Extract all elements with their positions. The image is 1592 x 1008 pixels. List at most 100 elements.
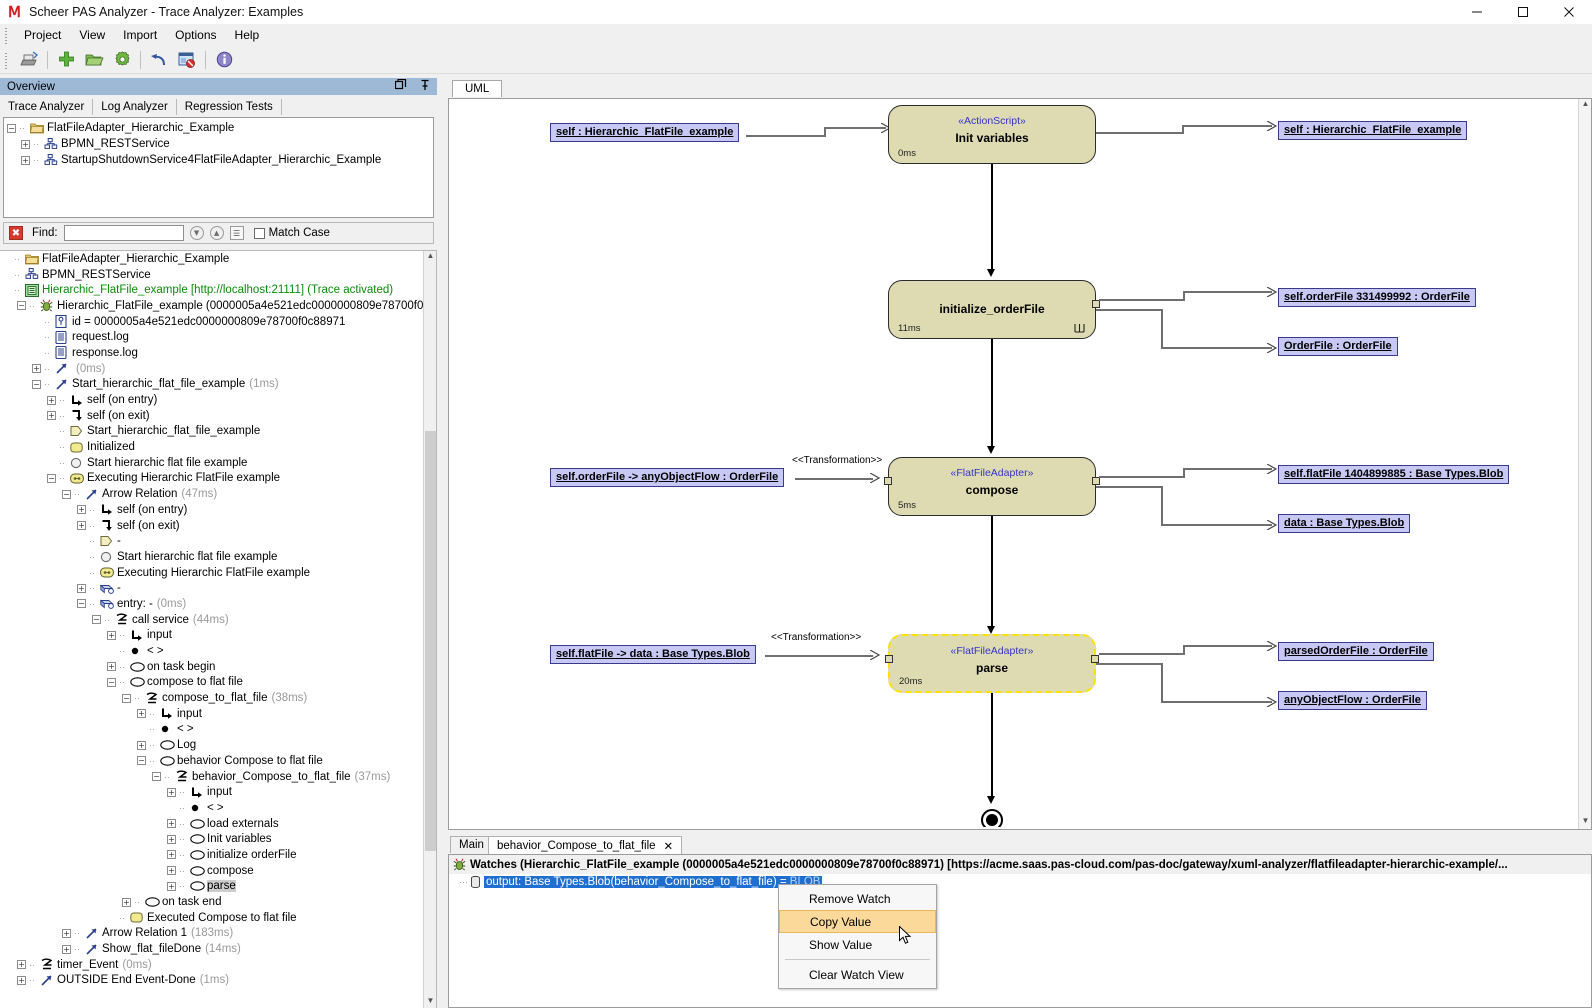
expand-icon[interactable]: + <box>167 787 176 797</box>
tree-row[interactable]: +··Show_flat_fileDone(14ms) <box>0 941 436 957</box>
tree-row[interactable]: +··on task end <box>0 894 436 910</box>
tree-row[interactable]: ··id = 0000005a4e521edc0000000809e78700f… <box>0 314 436 330</box>
find-next-icon[interactable]: ▼ <box>189 226 204 240</box>
collapse-icon[interactable]: − <box>137 756 146 766</box>
trace-tree-scrollbar[interactable]: ▲ ▼ <box>423 251 436 1008</box>
expand-icon[interactable]: + <box>21 155 30 165</box>
undo-icon[interactable] <box>148 49 170 71</box>
menu-item-copy-value[interactable]: Copy Value <box>779 910 936 933</box>
menu-item-clear-watch-view[interactable]: Clear Watch View <box>809 967 904 982</box>
collapse-icon[interactable]: − <box>7 123 16 133</box>
tree-row[interactable]: ··FlatFileAdapter_Hierarchic_Example <box>0 251 436 267</box>
context-menu[interactable]: Remove Watch Copy Value Show Value Clear… <box>778 884 937 989</box>
tree-row[interactable]: ··- <box>0 533 436 549</box>
collapse-icon[interactable]: − <box>17 301 26 311</box>
object-node[interactable]: self.orderFile 331499992 : OrderFile <box>1278 288 1476 307</box>
list-item[interactable]: + ·· BPMN_RESTService <box>7 136 433 152</box>
tab-regression-tests[interactable]: Regression Tests <box>177 99 282 115</box>
tree-row[interactable]: +··Arrow Relation 1(183ms) <box>0 926 436 942</box>
expand-icon[interactable]: + <box>62 928 71 938</box>
tree-row[interactable]: ··Start_hierarchic_flat_file_example <box>0 424 436 440</box>
expand-icon[interactable]: + <box>167 819 176 829</box>
menu-options[interactable]: Options <box>175 28 217 42</box>
expand-icon[interactable]: + <box>21 139 30 149</box>
expand-icon[interactable]: + <box>167 850 176 860</box>
menu-item-show-value[interactable]: Show Value <box>809 937 873 952</box>
expand-icon[interactable]: + <box>77 505 86 515</box>
expand-icon[interactable]: + <box>167 834 176 844</box>
expand-icon[interactable]: + <box>47 395 56 405</box>
tree-row[interactable]: +··on task begin <box>0 659 436 675</box>
object-node[interactable]: self : Hierarchic_FlatFile_example <box>550 123 740 142</box>
expand-icon[interactable]: + <box>32 364 41 374</box>
tree-row[interactable]: +··- <box>0 580 436 596</box>
watch-row-value[interactable]: output: Base Types.Blob(behavior_Compose… <box>484 876 823 888</box>
object-node[interactable]: OrderFile : OrderFile <box>1278 337 1398 356</box>
tab-trace-analyzer[interactable]: Trace Analyzer <box>0 99 94 115</box>
final-node[interactable] <box>981 809 1003 827</box>
toolbar-gripper[interactable] <box>2 50 11 69</box>
scroll-up-icon[interactable]: ▲ <box>1581 99 1590 108</box>
close-button[interactable] <box>1546 0 1592 24</box>
expand-icon[interactable]: + <box>17 975 26 985</box>
tree-row[interactable]: ··< > <box>0 643 436 659</box>
scroll-down-icon[interactable]: ▼ <box>1581 816 1590 825</box>
tree-row[interactable]: +··(0ms) <box>0 361 436 377</box>
collapse-icon[interactable]: − <box>77 599 86 609</box>
print-icon[interactable] <box>18 49 40 71</box>
tree-row[interactable]: ··response.log <box>0 345 436 361</box>
activity-node-init-variables[interactable]: «ActionScript» Init variables 0ms <box>888 105 1096 164</box>
tree-row[interactable]: +··self (on exit) <box>0 408 436 424</box>
tab-main[interactable]: Main <box>450 836 493 853</box>
maximize-button[interactable] <box>1500 0 1546 24</box>
tree-row[interactable]: −··Arrow Relation(47ms) <box>0 486 436 502</box>
expand-icon[interactable]: + <box>47 411 56 421</box>
tree-row[interactable]: ··Executed Compose to flat file <box>0 910 436 926</box>
expand-icon[interactable]: + <box>17 960 26 970</box>
tree-row[interactable]: +··input <box>0 628 436 644</box>
object-node[interactable]: parsedOrderFile : OrderFile <box>1278 642 1434 661</box>
tree-row[interactable]: −··compose_to_flat_file(38ms) <box>0 690 436 706</box>
collapse-icon[interactable]: − <box>107 677 116 687</box>
list-item[interactable]: + ·· StartupShutdownService4FlatFileAdap… <box>7 152 433 168</box>
tree-row[interactable]: +··input <box>0 784 436 800</box>
tree-row[interactable]: +··self (on entry) <box>0 502 436 518</box>
find-list-icon[interactable]: ☰ <box>229 226 244 240</box>
tree-row[interactable]: ··Start hierarchic flat file example <box>0 455 436 471</box>
tree-row[interactable]: −··behavior_Compose_to_flat_file(37ms) <box>0 769 436 785</box>
expand-icon[interactable]: + <box>122 897 131 907</box>
scroll-up-icon[interactable]: ▲ <box>426 251 435 260</box>
tree-row[interactable]: −··compose to flat file <box>0 675 436 691</box>
uml-scrollbar[interactable]: ▲ ▼ <box>1578 99 1591 829</box>
menu-gripper[interactable] <box>2 26 11 44</box>
find-prev-icon[interactable]: ▲ <box>209 226 224 240</box>
object-node[interactable]: self.orderFile -> anyObjectFlow : OrderF… <box>550 468 785 487</box>
tree-row[interactable]: −··behavior Compose to flat file <box>0 753 436 769</box>
close-find-icon[interactable]: ✖ <box>9 226 23 240</box>
object-node[interactable]: anyObjectFlow : OrderFile <box>1278 691 1427 710</box>
expand-icon[interactable]: + <box>107 630 116 640</box>
tab-behavior-compose-to-flat-file[interactable]: behavior_Compose_to_flat_file ✕ <box>488 836 683 855</box>
menu-import[interactable]: Import <box>123 28 158 42</box>
collapse-icon[interactable]: − <box>47 473 56 483</box>
add-icon[interactable] <box>55 49 77 71</box>
close-icon[interactable]: ✕ <box>663 841 674 853</box>
expand-icon[interactable]: + <box>62 944 71 954</box>
tab-uml[interactable]: UML <box>452 80 503 97</box>
tab-log-analyzer[interactable]: Log Analyzer <box>93 99 177 115</box>
tree-row[interactable]: +··load externals <box>0 816 436 832</box>
tree-row[interactable]: ··< > <box>0 800 436 816</box>
object-node[interactable]: self : Hierarchic_FlatFile_example <box>1278 121 1468 140</box>
collapse-icon[interactable]: − <box>92 615 101 625</box>
tree-row[interactable]: ··BPMN_RESTService <box>0 267 436 283</box>
match-case-checkbox[interactable] <box>253 227 265 239</box>
clear-trace-icon[interactable] <box>176 49 198 71</box>
tree-row[interactable]: −··entry: -(0ms) <box>0 596 436 612</box>
restore-window-icon[interactable] <box>395 79 407 91</box>
object-node[interactable]: self.flatFile -> data : Base Types.Blob <box>550 645 756 664</box>
tree-row[interactable]: +··Log <box>0 737 436 753</box>
tree-row[interactable]: +··self (on exit) <box>0 518 436 534</box>
collapse-icon[interactable]: − <box>32 379 41 389</box>
tree-row[interactable]: +··timer_Event(0ms) <box>0 957 436 973</box>
expand-icon[interactable]: + <box>167 866 176 876</box>
